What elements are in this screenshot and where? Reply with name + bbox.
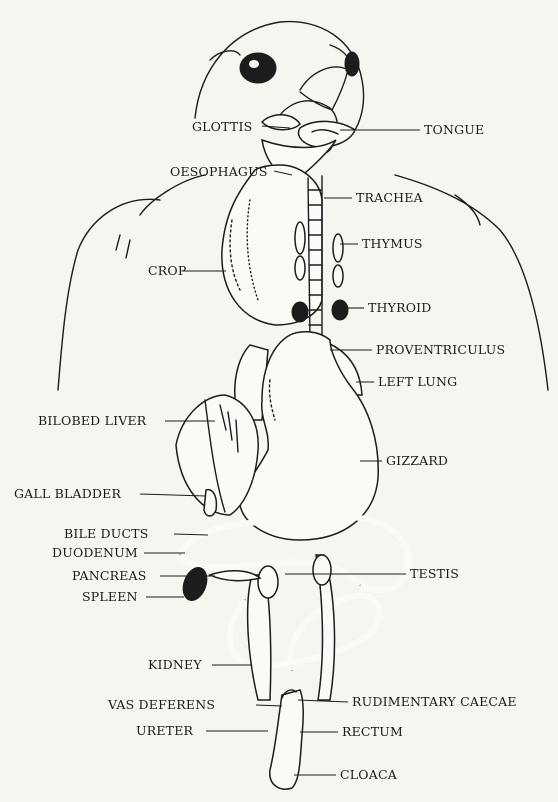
testis-left [258, 566, 278, 598]
label-proventriculus: PROVENTRICULUS [376, 342, 505, 357]
tongue-shape [299, 121, 356, 147]
thyroid-left [292, 302, 308, 322]
label-gizzard: GIZZARD [386, 453, 448, 468]
label-bile-ducts: BILE DUCTS [64, 526, 149, 541]
label-pancreas: PANCREAS [72, 568, 147, 583]
label-trachea: TRACHEA [356, 190, 424, 205]
rectum-cloaca [270, 690, 304, 789]
label-spleen: SPLEEN [82, 589, 138, 604]
label-left-lung: LEFT LUNG [378, 374, 457, 389]
thyroid-right [332, 300, 348, 320]
label-rudimentary-caecae: RUDIMENTARY CAECAE [352, 694, 517, 709]
label-crop: CROP [148, 263, 186, 278]
label-duodenum: DUODENUM [52, 545, 138, 560]
crop-shape [222, 165, 322, 325]
label-gall-bladder: GALL BLADDER [14, 486, 121, 501]
gall-bladder-shape [204, 490, 216, 516]
bilobed-liver [176, 395, 258, 515]
upper-beak [300, 67, 348, 110]
label-vas-deferens: VAS DEFERENS [107, 697, 215, 712]
left-eye [240, 53, 276, 83]
testis-right [313, 555, 331, 585]
label-rectum: RECTUM [342, 724, 403, 739]
label-thymus: THYMUS [362, 236, 423, 251]
label-kidney: KIDNEY [148, 657, 202, 672]
bird-head [195, 22, 364, 158]
label-cloaca: CLOACA [340, 767, 398, 782]
label-thyroid: THYROID [368, 300, 432, 315]
label-testis: TESTIS [410, 566, 459, 581]
label-bilobed-liver: BILOBED LIVER [38, 413, 147, 428]
label-oesophagus: OESOPHAGUS [170, 164, 268, 179]
label-glottis: GLOTTIS [192, 119, 252, 134]
label-tongue: TONGUE [424, 122, 484, 137]
pancreas-shape [210, 571, 260, 581]
label-ureter: URETER [136, 723, 194, 738]
